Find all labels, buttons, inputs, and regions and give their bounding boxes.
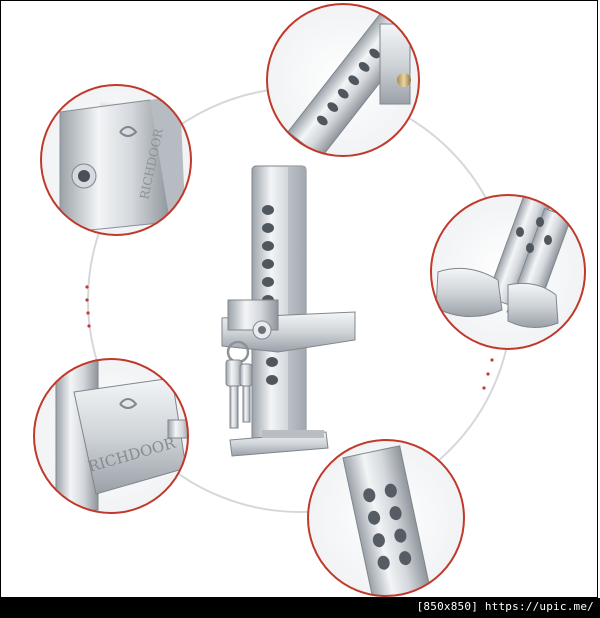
pedal-feet-detail [430,194,586,350]
hole-plate-detail [307,439,465,597]
product-photo: RICHDOOR [33,3,586,597]
key-ring [225,340,253,429]
image-caption-bar: [850x850] https://upic.me/ [0,598,600,618]
pedal-lock-main [221,165,356,457]
image-caption: [850x850] https://upic.me/ [416,600,594,613]
engraved-lock-detail: RICHDOOR [33,358,189,514]
lock-bar-detail [266,3,420,157]
padlock-detail: RICHDOOR [40,84,192,236]
